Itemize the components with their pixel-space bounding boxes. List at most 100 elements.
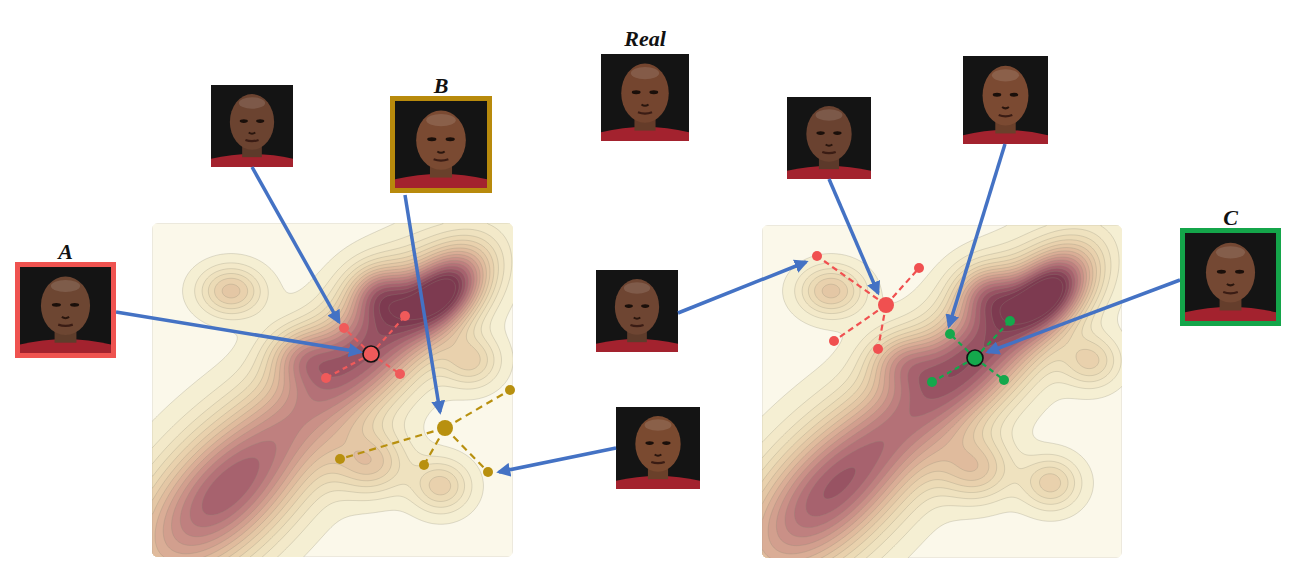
eye — [427, 137, 436, 141]
density-contour — [823, 268, 1072, 499]
sample-dot — [927, 377, 937, 387]
nose — [1002, 107, 1009, 108]
nose — [249, 133, 256, 134]
mouth — [999, 115, 1013, 116]
image-heading: Real — [581, 27, 709, 51]
eye — [70, 303, 79, 307]
sample-dot — [339, 323, 349, 333]
density-contour — [762, 225, 1122, 558]
face-image — [1185, 233, 1276, 321]
eye — [240, 119, 248, 123]
mouth — [1223, 292, 1238, 293]
photo-ground — [787, 97, 871, 179]
nose — [641, 104, 648, 105]
density-contour — [190, 263, 471, 527]
sample-dot — [395, 369, 405, 379]
density-contour — [152, 248, 486, 557]
face — [41, 276, 90, 334]
image-frame: Real — [601, 54, 689, 141]
sample-dot — [873, 344, 883, 354]
face — [806, 106, 851, 162]
density-contour — [152, 223, 513, 557]
density-contour — [762, 248, 1093, 558]
face — [983, 66, 1029, 126]
density-contour — [762, 229, 1114, 558]
image-heading: B — [375, 74, 507, 98]
leader-arrow — [116, 312, 360, 352]
sample-dot — [505, 385, 515, 395]
face-image — [601, 54, 689, 141]
face — [635, 416, 680, 472]
face-image — [963, 56, 1048, 144]
density-contour — [762, 240, 1101, 558]
face-image — [211, 85, 293, 167]
leader-arrow — [499, 448, 616, 472]
eye — [632, 90, 641, 94]
eye — [816, 131, 824, 135]
sample-dot — [812, 251, 822, 261]
density-contour — [152, 229, 504, 557]
highlight — [631, 67, 659, 79]
mouth — [630, 325, 643, 326]
highlight — [992, 69, 1019, 81]
mouth — [651, 462, 664, 463]
highlight — [1216, 246, 1245, 258]
photo-ground — [596, 270, 678, 352]
face-image — [596, 270, 678, 352]
photo-ground — [616, 407, 700, 489]
dashed-spoke — [817, 256, 886, 305]
mouth — [245, 140, 258, 141]
photo-ground — [211, 85, 293, 167]
dashed-spoke — [834, 305, 886, 341]
eye — [625, 304, 633, 308]
eye — [1010, 93, 1019, 97]
density-contour — [163, 254, 480, 553]
photo-ground — [601, 54, 689, 141]
eye — [662, 441, 670, 445]
mouth — [58, 325, 73, 326]
highlight — [645, 419, 672, 430]
image-heading: C — [1165, 206, 1296, 230]
highlight — [624, 282, 650, 293]
highlight — [51, 280, 80, 292]
sample-dot — [483, 467, 493, 477]
center-dot — [967, 350, 983, 366]
nose — [1227, 284, 1234, 285]
image-frame: B — [390, 96, 492, 193]
photo-ground — [1185, 233, 1276, 321]
eye — [649, 90, 658, 94]
leader-arrow — [405, 195, 440, 412]
eye — [446, 137, 455, 141]
face-image — [787, 97, 871, 179]
density-contour — [947, 271, 1069, 377]
photo-ground — [20, 267, 111, 353]
face — [621, 64, 669, 123]
density-contour — [319, 269, 466, 377]
eye — [1235, 270, 1244, 274]
density-contour — [155, 251, 483, 557]
density-contour — [768, 254, 1086, 554]
contour-map — [762, 225, 1122, 558]
eye — [256, 119, 264, 123]
nose — [826, 145, 833, 146]
face-image — [616, 407, 700, 489]
dashed-spoke — [445, 428, 488, 472]
eye — [641, 304, 649, 308]
mouth — [822, 152, 835, 153]
eye — [1217, 270, 1226, 274]
density-contour — [762, 225, 1121, 558]
face — [615, 279, 659, 335]
sample-dot — [999, 375, 1009, 385]
sample-dot — [945, 329, 955, 339]
density-contour — [152, 240, 494, 557]
face-image — [395, 101, 487, 188]
highlight — [239, 97, 265, 108]
nose — [655, 455, 662, 456]
density-contour — [991, 274, 1066, 331]
nose — [437, 151, 444, 152]
nose — [62, 317, 69, 318]
density-contour — [762, 251, 1090, 558]
highlight — [816, 109, 843, 120]
leader-arrow — [252, 167, 339, 322]
